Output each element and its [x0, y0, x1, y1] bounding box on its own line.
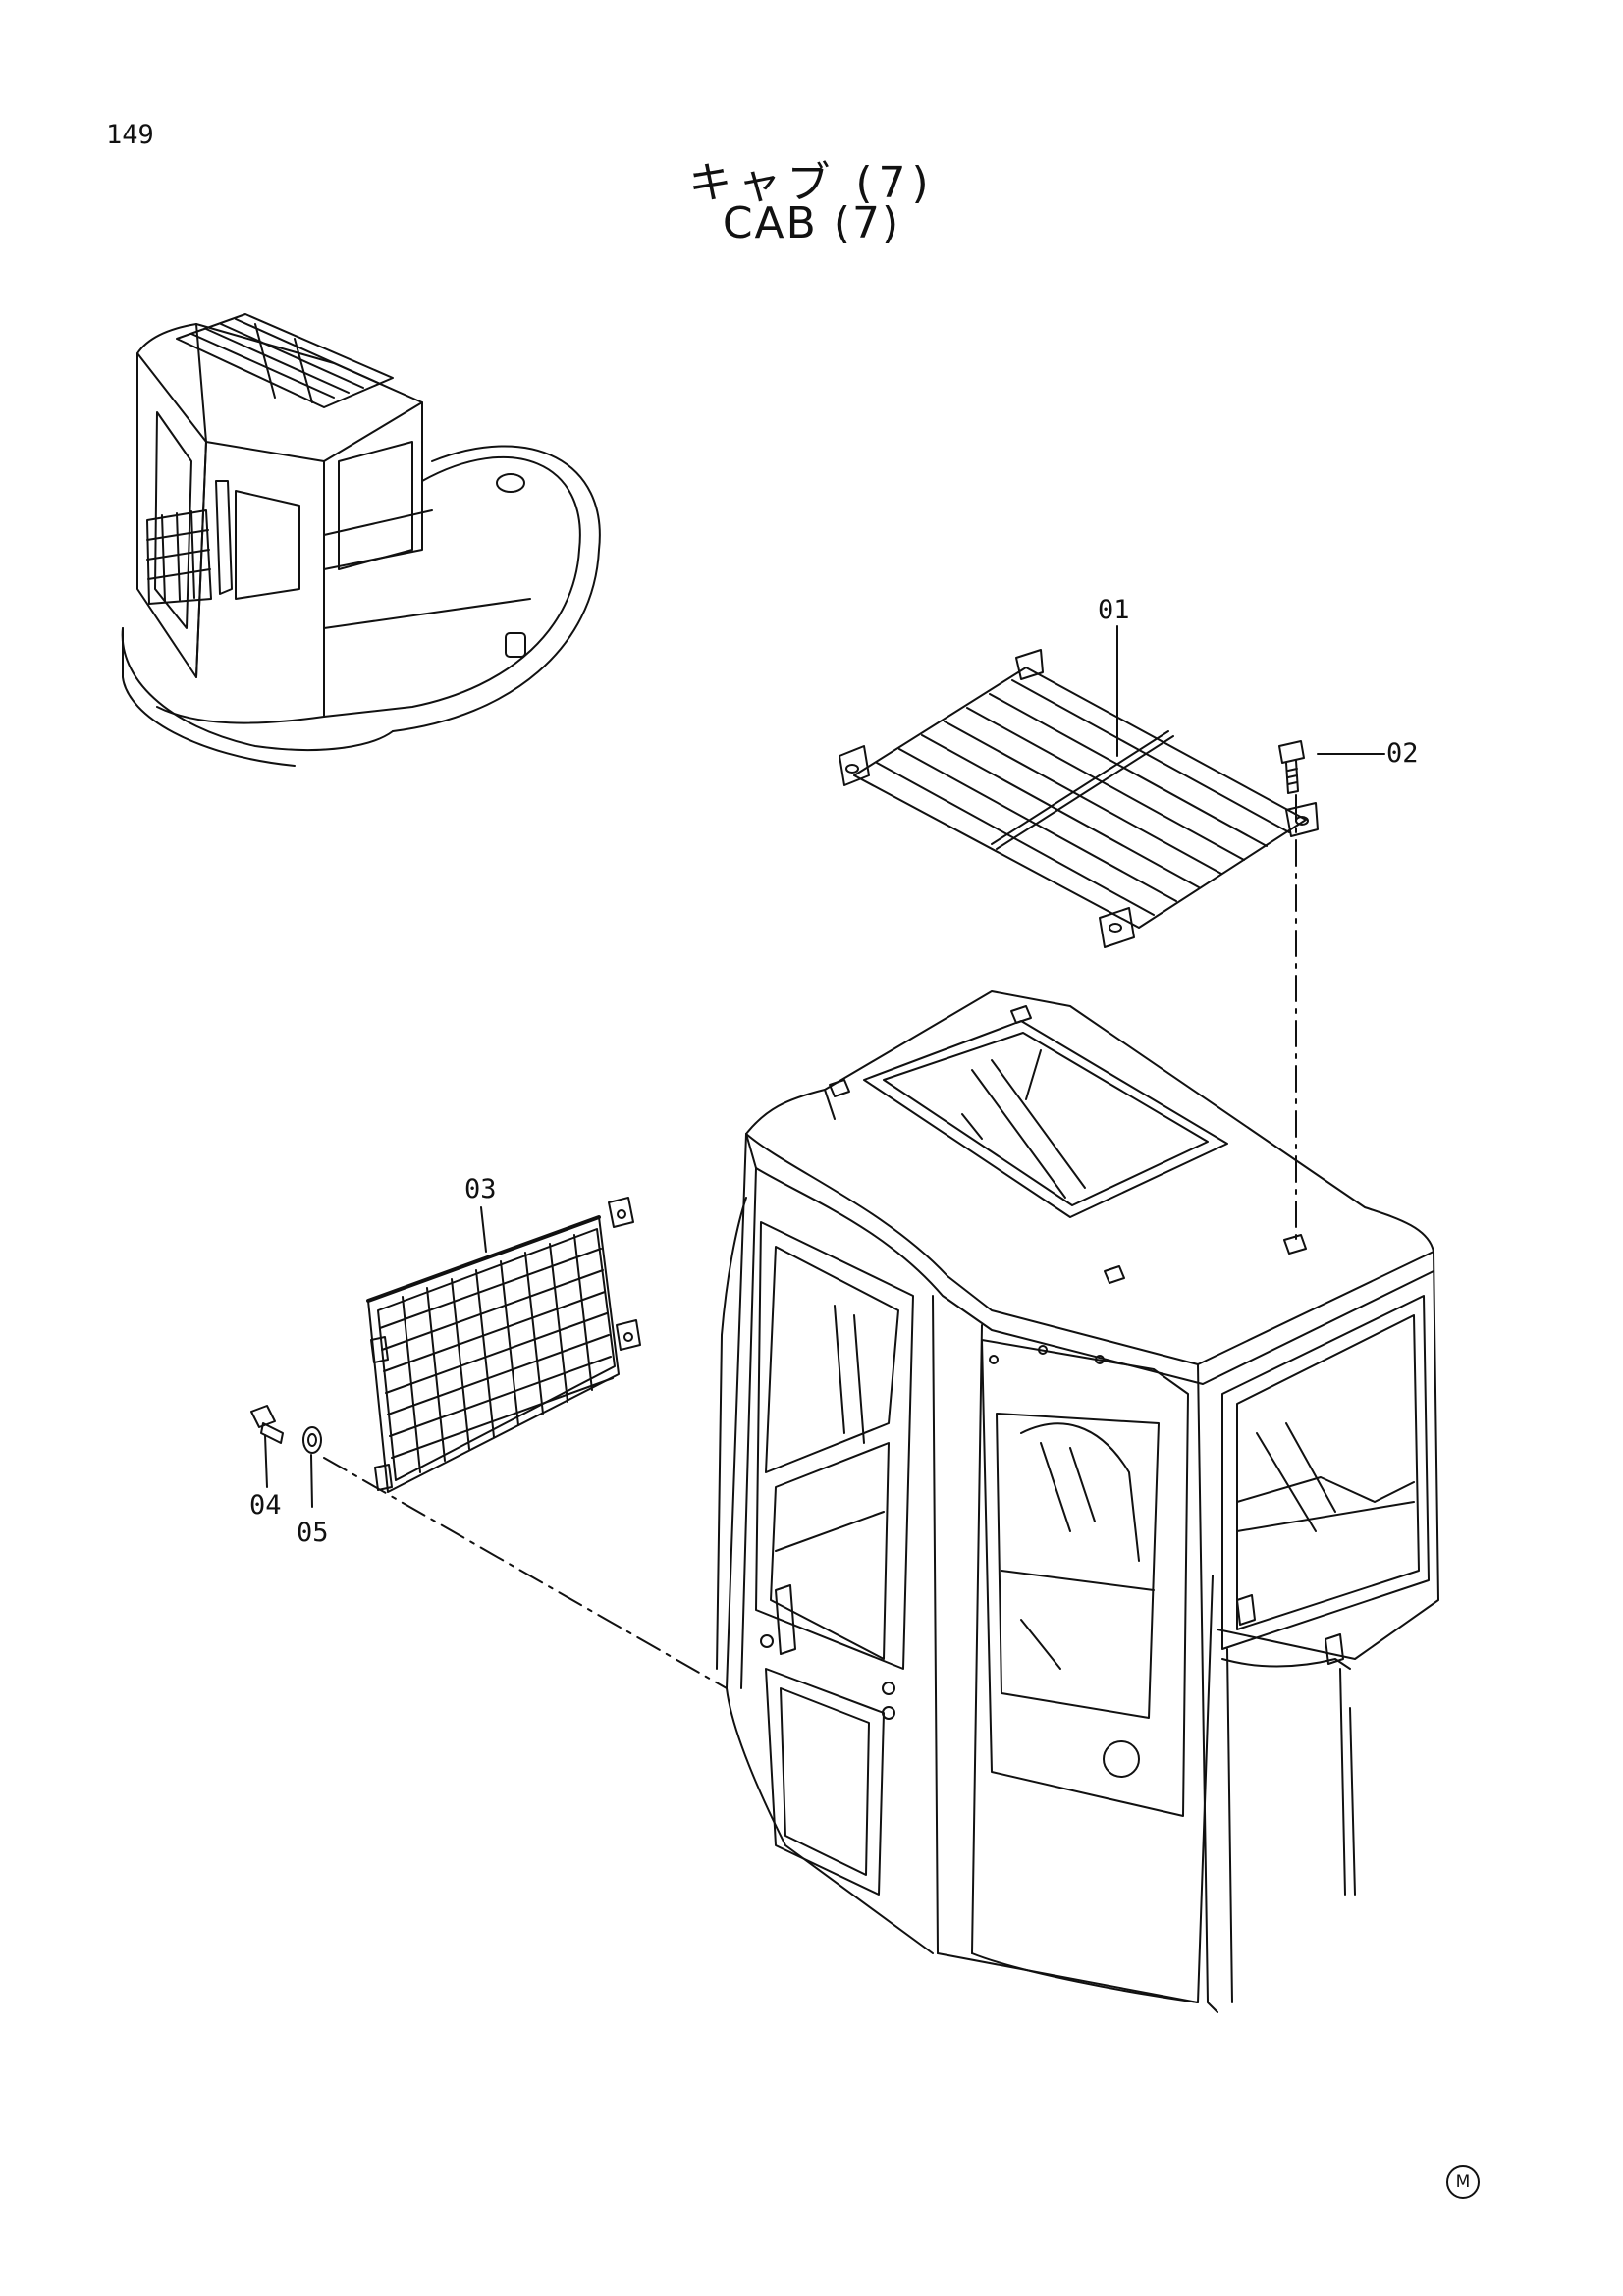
- leader-lines: [265, 626, 1384, 1688]
- title-english: CAB (7): [722, 198, 901, 248]
- callout-02: 02: [1386, 738, 1419, 769]
- callout-04: 04: [249, 1490, 282, 1521]
- roof-guard: [839, 650, 1318, 947]
- title-japanese: キャブ (7): [688, 158, 935, 208]
- bolt-icon: [1279, 741, 1304, 793]
- side-guard: [368, 1198, 640, 1492]
- callout-05: 05: [297, 1518, 329, 1548]
- callout-03: 03: [464, 1174, 497, 1204]
- page-number: 149: [106, 120, 154, 150]
- callout-01: 01: [1098, 595, 1130, 625]
- registered-mark-icon: M: [1446, 2165, 1480, 2199]
- machine-overview: [123, 314, 600, 766]
- cab-body: [717, 991, 1438, 2012]
- bolt-icon: [251, 1406, 283, 1443]
- washer-icon: [303, 1427, 321, 1453]
